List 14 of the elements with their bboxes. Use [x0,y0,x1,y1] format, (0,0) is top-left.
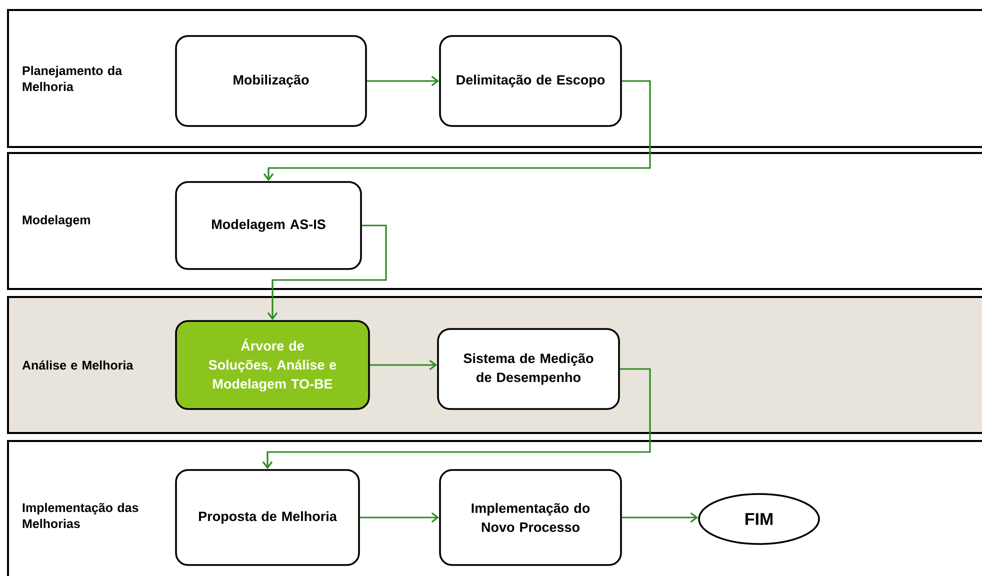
process-box: Sistema de Medição de Desempenho [437,328,620,410]
arrow [267,224,387,320]
arrow [370,360,438,370]
arrow [262,368,651,470]
process-box: Mobilização [175,35,367,127]
process-box: Delimitação de Escopo [439,35,622,127]
arrow [622,512,698,523]
process-box: Árvore de Soluções, Análise e Modelagem TO-BE [175,320,370,410]
process-box: Modelagem AS-IS [175,181,362,270]
arrow [263,80,651,182]
arrow [366,76,440,86]
process-box: Implementação do Novo Processo [439,469,622,566]
process-box: Proposta de Melhoria [175,469,360,566]
arrow [360,512,440,523]
